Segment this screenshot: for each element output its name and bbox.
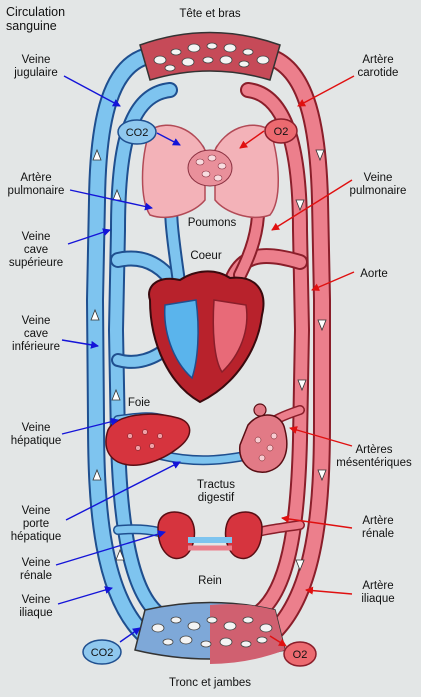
- co2-label-top: CO2: [126, 127, 149, 139]
- label-veine-porte-2: porte: [23, 518, 49, 530]
- label-arteres-mesenteriques-1: Artères: [355, 444, 392, 456]
- region-top-label: Tête et bras: [179, 8, 241, 20]
- label-artere-carotide-2: carotide: [358, 67, 399, 79]
- label-artere-renale-1: Artère: [362, 515, 393, 527]
- label-veine-hepatique-2: hépatique: [11, 435, 62, 447]
- label-veine-iliaque-1: Veine: [22, 594, 51, 606]
- label-artere-iliaque-1: Artère: [362, 580, 393, 592]
- gas-pointer-arrows: [119, 130, 287, 647]
- lungs-label: Poumons: [188, 217, 237, 229]
- capillary-bed-top: [139, 31, 281, 81]
- digestive-label-line1: Tractus: [197, 479, 235, 491]
- co2-bubble-top: CO2: [117, 119, 157, 145]
- digestive-tract: [239, 403, 288, 473]
- left-labels: Veine jugulaire Artère pulmonaire Veine …: [8, 54, 65, 619]
- o2-label-bottom: O2: [293, 649, 308, 661]
- label-artere-iliaque-2: iliaque: [361, 593, 394, 605]
- label-veine-cave-sup-3: supérieure: [9, 257, 63, 269]
- lungs: [141, 124, 279, 219]
- label-artere-pulmonaire-2: pulmonaire: [8, 185, 65, 197]
- label-veine-cave-inf-3: inférieure: [12, 341, 60, 353]
- label-pointers-left: [55, 75, 181, 605]
- label-artere-renale-2: rénale: [362, 528, 394, 540]
- heart-label: Coeur: [190, 250, 221, 262]
- co2-bubble-bottom: CO2: [82, 639, 122, 665]
- label-veine-pulmonaire-2: pulmonaire: [350, 185, 407, 197]
- heart: [148, 270, 265, 404]
- label-veine-cave-sup-2: cave: [24, 244, 48, 256]
- label-veine-porte-1: Veine: [22, 505, 51, 517]
- label-veine-hepatique-1: Veine: [22, 422, 51, 434]
- digestive-label-line2: digestif: [198, 492, 235, 504]
- label-artere-pulmonaire-1: Artère: [20, 172, 51, 184]
- flow-arrows: [90, 148, 327, 572]
- co2-label-bottom: CO2: [91, 647, 114, 659]
- diagram-title-line1: Circulation: [6, 5, 65, 19]
- label-veine-cave-sup-1: Veine: [22, 231, 51, 243]
- label-veine-renale-1: Veine: [22, 557, 51, 569]
- label-artere-carotide-1: Artère: [362, 54, 393, 66]
- label-veine-porte-3: hépatique: [11, 531, 62, 543]
- diagram-title-line2: sanguine: [6, 19, 57, 33]
- label-veine-iliaque-2: iliaque: [19, 607, 52, 619]
- label-aorte: Aorte: [360, 268, 388, 280]
- o2-bubble-bottom: O2: [283, 641, 317, 667]
- label-veine-cave-inf-2: cave: [24, 328, 48, 340]
- label-veine-jugulaire-2: jugulaire: [13, 67, 57, 79]
- label-veine-renale-2: rénale: [20, 570, 52, 582]
- region-bottom-label: Tronc et jambes: [169, 677, 251, 689]
- liver: [105, 413, 191, 466]
- label-pointers-right: [271, 75, 355, 595]
- liver-label: Foie: [128, 397, 150, 409]
- label-veine-pulmonaire-1: Veine: [364, 172, 393, 184]
- o2-label-top: O2: [274, 126, 289, 138]
- kidney-label: Rein: [198, 575, 222, 587]
- label-veine-jugulaire-1: Veine: [22, 54, 51, 66]
- label-veine-cave-inf-1: Veine: [22, 315, 51, 327]
- kidneys: [157, 511, 263, 560]
- capillary-bed-bottom: [134, 601, 286, 664]
- label-arteres-mesenteriques-2: mésentériques: [336, 457, 412, 469]
- right-labels: Artère carotide Veine pulmonaire Aorte A…: [336, 54, 412, 605]
- o2-bubble-top: O2: [264, 118, 298, 144]
